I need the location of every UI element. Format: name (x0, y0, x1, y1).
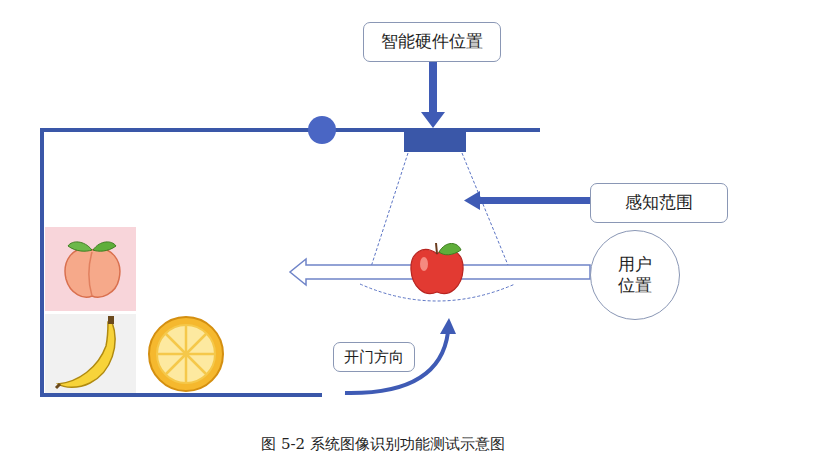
figure-caption: 图 5-2 系统图像识别功能测试示意图 (261, 435, 505, 454)
hardware-block (404, 132, 466, 152)
door-hinge (308, 116, 336, 144)
banana-icon (56, 316, 115, 388)
node-text: 用户 位置 (616, 254, 653, 297)
pointer-arrow-head (421, 112, 445, 128)
node-text: 智能硬件位置 (381, 31, 483, 52)
node-text: 开门方向 (344, 348, 404, 367)
peach-ground (45, 227, 136, 311)
banana-ground (45, 314, 136, 393)
apple-icon (411, 243, 463, 294)
pointer-arrow-head (464, 191, 480, 210)
sensing-edge (370, 153, 408, 270)
label-box: 感知范围 (590, 183, 728, 223)
label-box: 智能硬件位置 (363, 22, 501, 62)
node-text: 感知范围 (625, 192, 693, 213)
sensing-edge (462, 153, 510, 270)
cabinet-outline (42, 130, 540, 395)
user-circle: 用户 位置 (590, 230, 680, 320)
peach-icon (65, 242, 120, 297)
lemon-icon (149, 317, 223, 391)
pointer-arrow (429, 62, 437, 114)
label-box: 开门方向 (333, 342, 415, 372)
door-arrow-head (440, 318, 456, 334)
pointer-arrow (478, 197, 590, 204)
